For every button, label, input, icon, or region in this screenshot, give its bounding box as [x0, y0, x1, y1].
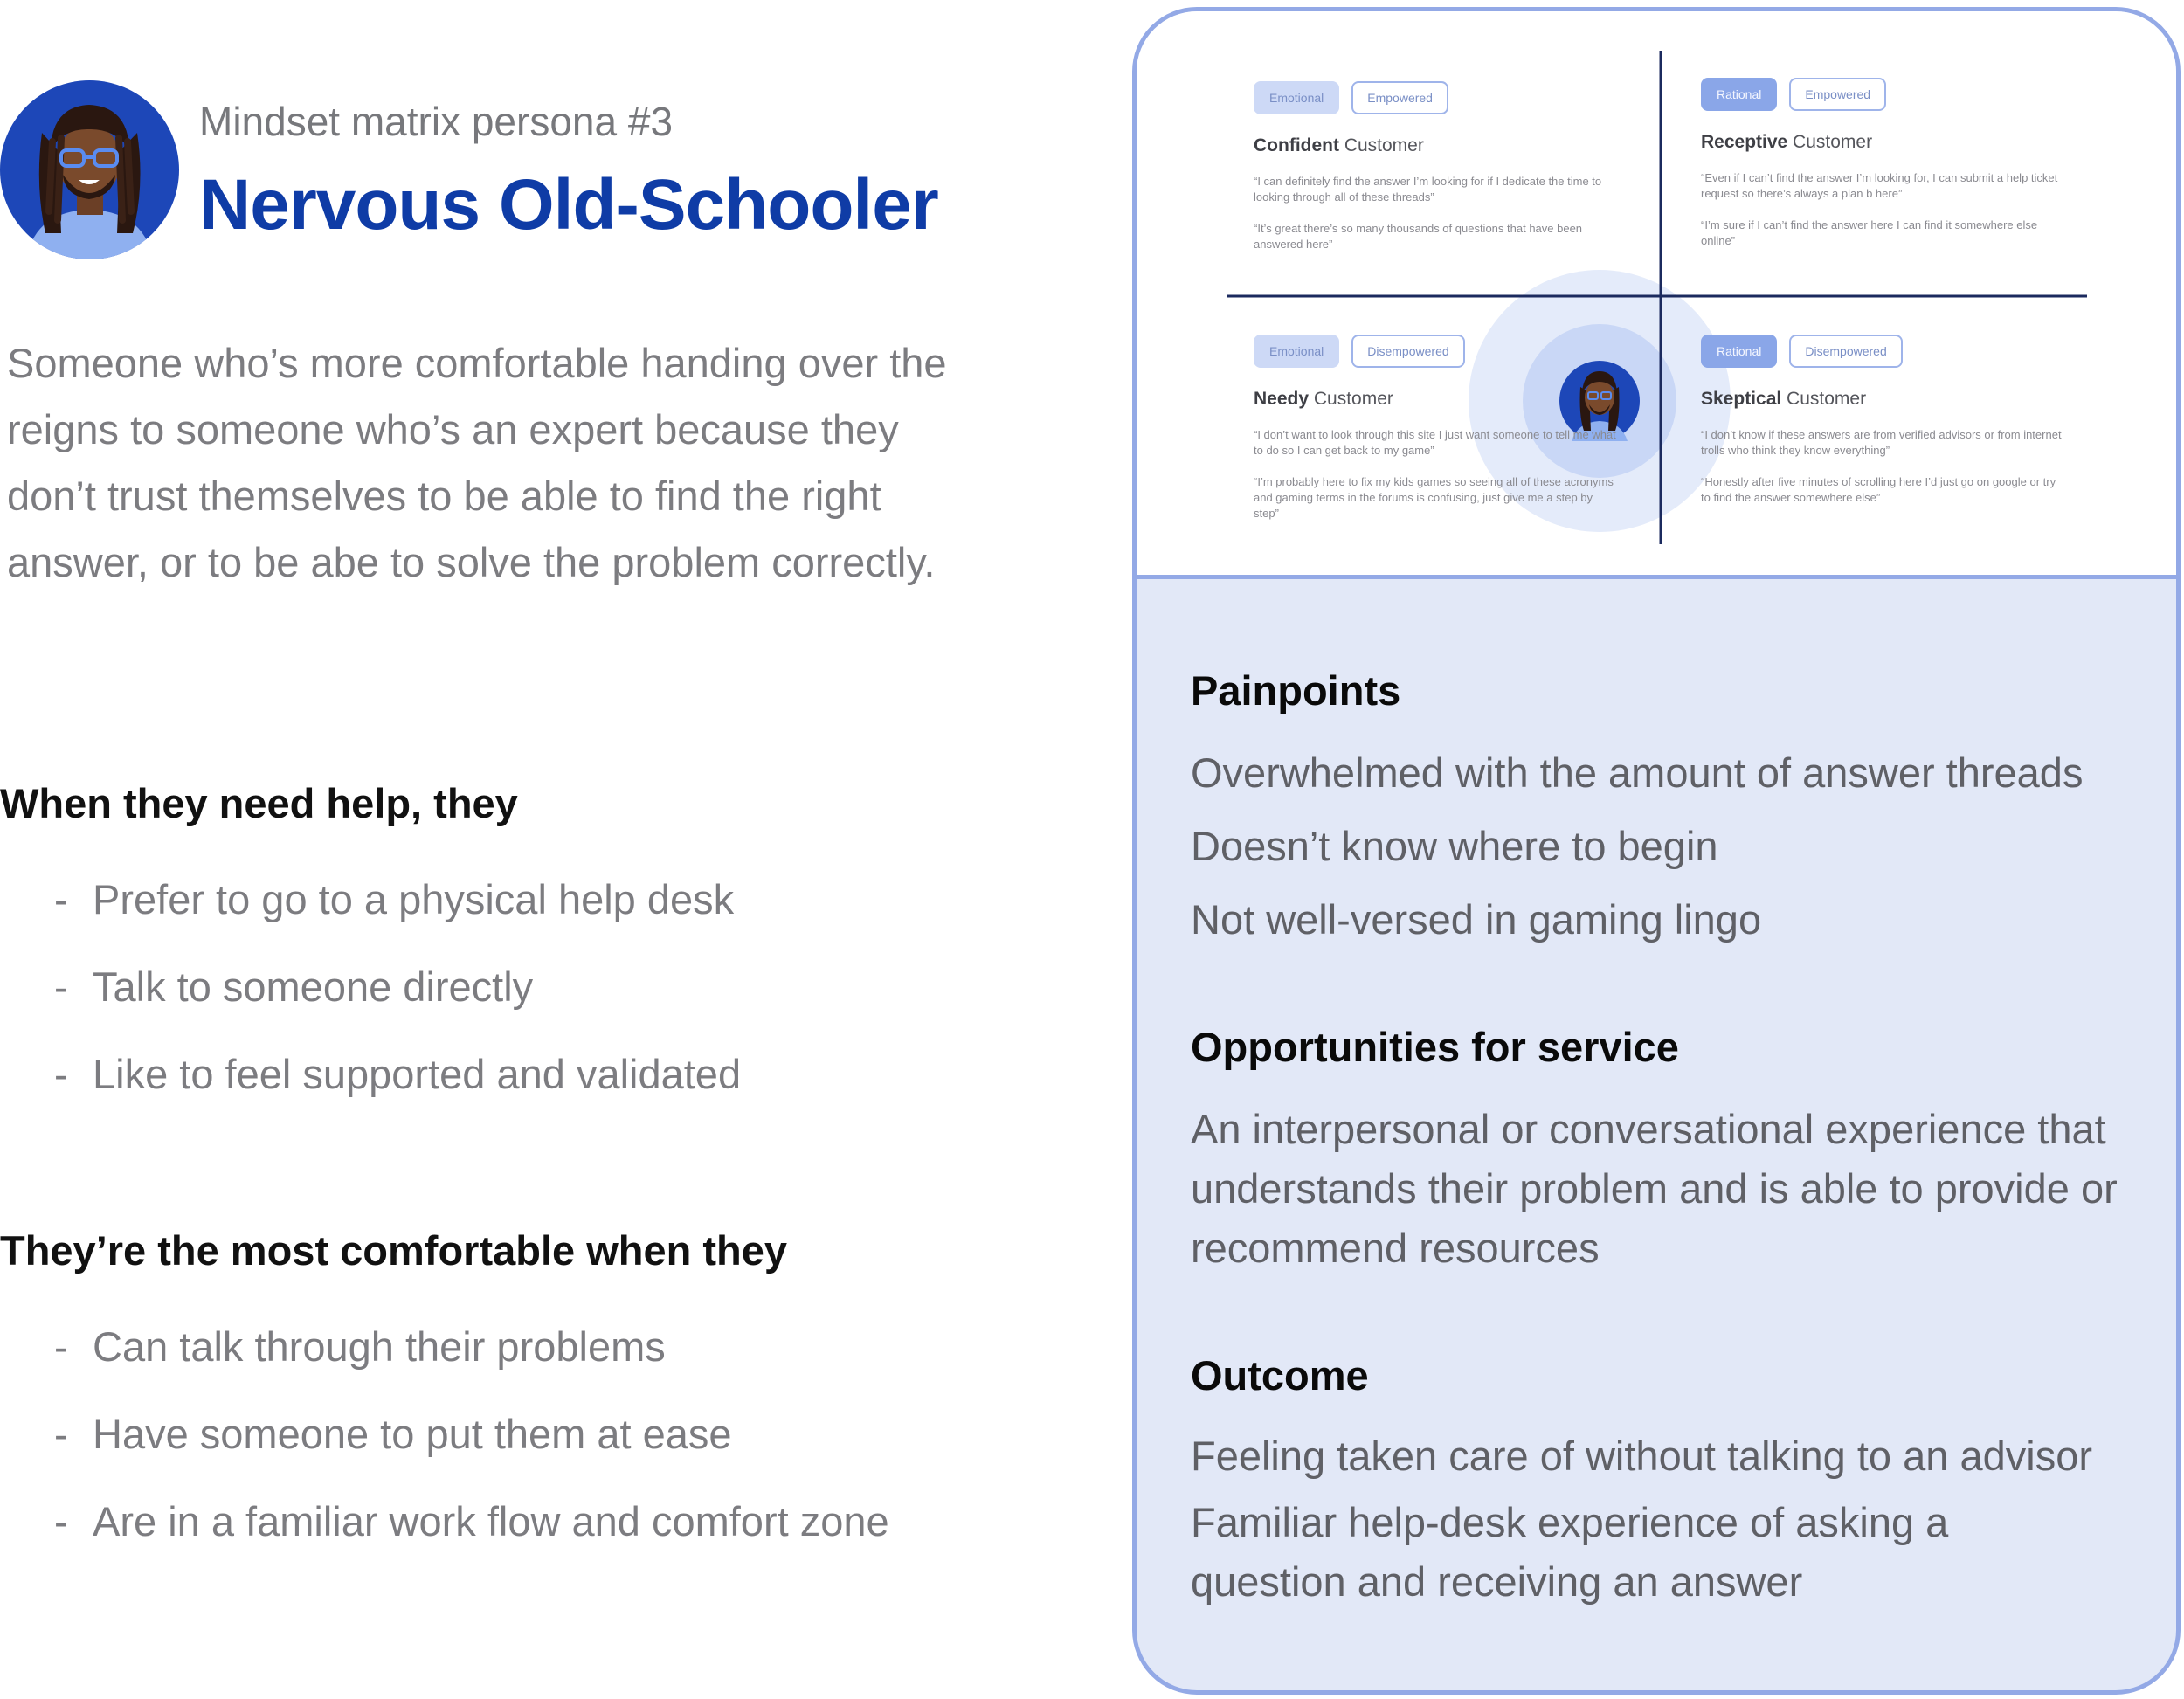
quadrant-quote: “I’m sure if I can’t find the answer her…	[1701, 218, 2038, 247]
quadrant-needy: Emotional Disempowered Needy Customer “I…	[1254, 335, 1638, 521]
quadrant-quote: “It’s great there’s so many thousands of…	[1254, 222, 1583, 251]
comfort-heading: They’re the most comfortable when they	[0, 1227, 788, 1274]
list-item: -Like to feel supported and validated	[54, 1051, 742, 1097]
outcome-list: Feeling taken care of without talking to…	[1191, 1419, 2160, 1612]
list-item: Doesn’t know where to begin	[1191, 823, 1718, 869]
comfort-list: -Can talk through their problems -Have s…	[54, 1321, 889, 1583]
list-item: -Can talk through their problems	[54, 1323, 666, 1370]
quadrant-quote: “I can definitely find the answer I’m lo…	[1254, 175, 1602, 204]
mindset-matrix: Emotional Empowered Confident Customer “…	[1137, 11, 2176, 579]
quadrant-skeptical: Rational Disempowered Skeptical Customer…	[1701, 335, 2085, 506]
persona-avatar	[0, 80, 179, 259]
matrix-graphic	[1227, 51, 2087, 544]
tag-disempowered: Disempowered	[1351, 335, 1465, 368]
persona-title: Nervous Old-Schooler	[199, 165, 939, 245]
tag-emotional: Emotional	[1254, 81, 1340, 114]
tag-rational: Rational	[1701, 78, 1778, 111]
painpoints-list: Overwhelmed with the amount of answer th…	[1191, 736, 2160, 957]
list-item: -Are in a familiar work flow and comfort…	[54, 1498, 889, 1544]
persona-description: Someone who’s more comfortable handing o…	[7, 340, 947, 585]
tag-empowered: Empowered	[1351, 81, 1448, 114]
tag-empowered: Empowered	[1789, 78, 1887, 111]
persona-avatar-icon	[0, 80, 179, 259]
quadrant-quote: “I’m probably here to fix my kids games …	[1254, 475, 1614, 520]
quadrant-title: Receptive Customer	[1701, 132, 1873, 152]
outcome-heading: Outcome	[1191, 1352, 1369, 1399]
quadrant-title: Confident Customer	[1254, 135, 1424, 155]
list-item: Not well-versed in gaming lingo	[1191, 896, 1762, 943]
quadrant-receptive: Rational Empowered Receptive Customer “E…	[1701, 78, 2085, 249]
quadrant-quote: “I don’t want to look through this site …	[1254, 428, 1616, 457]
quadrant-title: Skeptical Customer	[1701, 389, 1867, 409]
opportunities-text: An interpersonal or conversational exper…	[1191, 1106, 2118, 1271]
tag-emotional: Emotional	[1254, 335, 1340, 368]
quadrant-quote: “Even if I can’t find the answer I’m loo…	[1701, 171, 2058, 200]
help-list: -Prefer to go to a physical help desk -T…	[54, 874, 741, 1136]
opportunities-heading: Opportunities for service	[1191, 1024, 1679, 1070]
quadrant-quote: “Honestly after five minutes of scrollin…	[1701, 475, 2056, 504]
list-item: Familiar help-desk experience of asking …	[1191, 1499, 1949, 1605]
list-item: Overwhelmed with the amount of answer th…	[1191, 749, 2084, 796]
persona-card: Emotional Empowered Confident Customer “…	[1132, 7, 2181, 1695]
quadrant-title: Needy Customer	[1254, 389, 1393, 409]
list-item: Feeling taken care of without talking to…	[1191, 1433, 2092, 1479]
tag-disempowered: Disempowered	[1789, 335, 1903, 368]
list-item: -Have someone to put them at ease	[54, 1411, 732, 1457]
tag-rational: Rational	[1701, 335, 1778, 368]
list-item: -Prefer to go to a physical help desk	[54, 876, 735, 922]
painpoints-heading: Painpoints	[1191, 667, 1401, 714]
quadrant-quote: “I don’t know if these answers are from …	[1701, 428, 2062, 457]
persona-avatar-small-icon	[1559, 361, 1640, 441]
help-heading: When they need help, they	[0, 780, 518, 826]
list-item: -Talk to someone directly	[54, 963, 534, 1010]
quadrant-confident: Emotional Empowered Confident Customer “…	[1254, 81, 1638, 252]
persona-kicker: Mindset matrix persona #3	[199, 99, 674, 144]
